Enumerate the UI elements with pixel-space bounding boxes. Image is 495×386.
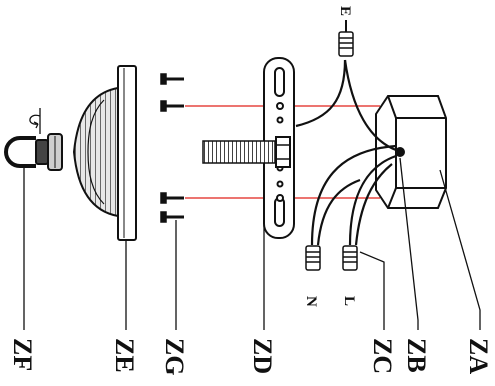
leader-za [439, 169, 481, 330]
label-zg: ZG [160, 338, 189, 376]
screw-4 [160, 211, 184, 223]
screw-3 [160, 192, 184, 204]
wires [295, 59, 397, 246]
leader-zc [359, 251, 385, 330]
junction-box [375, 95, 447, 209]
hook-assembly [4, 108, 63, 171]
screw-2 [160, 100, 184, 112]
neutral-wire-lower [316, 178, 361, 246]
label-wire-n: N [303, 296, 319, 307]
label-wire-e: E [337, 6, 353, 16]
threaded-rod [202, 136, 291, 168]
screw-1 [160, 73, 184, 85]
label-zb: ZB [402, 338, 431, 373]
label-zc: ZC [368, 338, 397, 374]
wire-connector-n [305, 245, 321, 271]
earth-wire-to-bracket [295, 59, 347, 128]
label-zf: ZF [8, 338, 37, 371]
neutral-wire-to-box [310, 144, 397, 246]
wire-connector-l [342, 245, 358, 271]
wire-connector-e [338, 20, 354, 57]
live-wire-to-box [348, 154, 397, 246]
screws [160, 73, 184, 223]
leader-zb [399, 157, 419, 330]
canopy [72, 65, 137, 241]
label-ze: ZE [110, 338, 139, 373]
live-wire-lower [354, 163, 393, 246]
label-za: ZA [464, 338, 493, 374]
label-wire-l: L [341, 296, 357, 306]
leader-lines [23, 157, 481, 330]
label-zd: ZD [248, 338, 277, 374]
